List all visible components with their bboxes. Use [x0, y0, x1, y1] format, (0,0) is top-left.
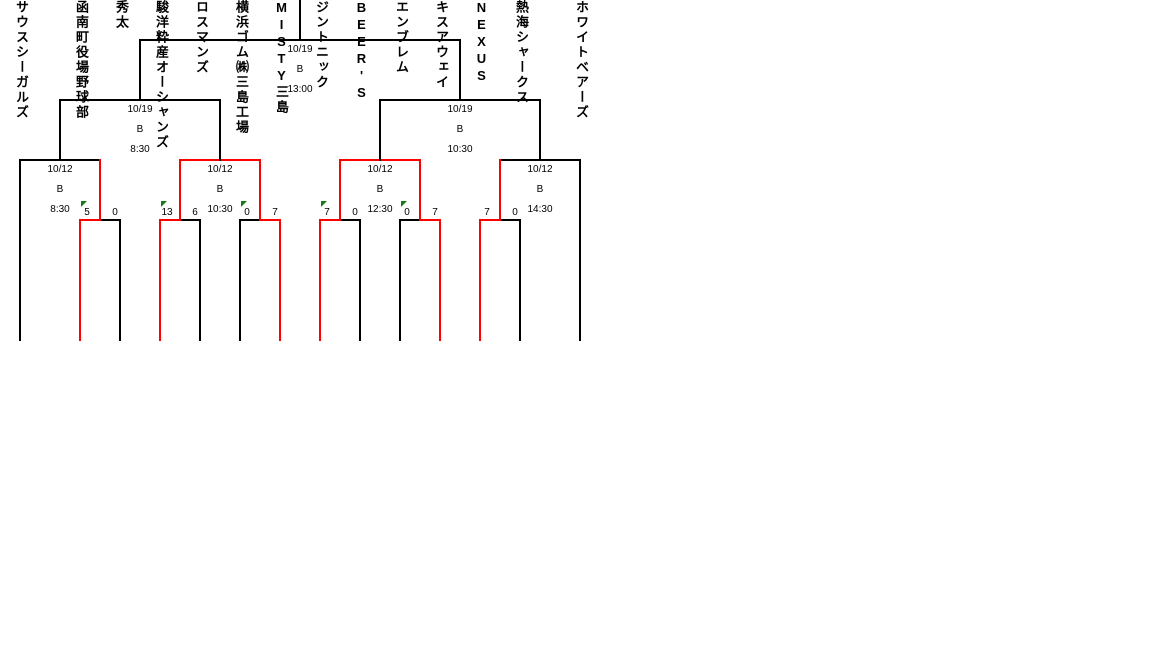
team-name: サウスシーガルズ — [14, 0, 29, 120]
final-match-date: 10/19 — [287, 44, 313, 55]
team-name: 秀太 — [114, 0, 129, 30]
team-name: 熱海シャークス — [514, 0, 529, 105]
round2-match-court: B — [376, 184, 384, 195]
round2-match-time: 12:30 — [367, 204, 393, 215]
round2-match-date: 10/12 — [207, 164, 233, 175]
result-marker-icon — [81, 201, 87, 207]
team-name: エンブレム — [394, 0, 409, 75]
final-match-court: B — [296, 64, 304, 75]
score-right: 7 — [272, 207, 278, 218]
round2-match-court: B — [216, 184, 224, 195]
semifinal-match-date: 10/19 — [127, 104, 153, 115]
team-name: 駿洋粋産オーシャンズ — [154, 0, 169, 150]
team-name: ジントニック — [314, 0, 329, 90]
result-marker-icon — [321, 201, 327, 207]
round2-match-time: 14:30 — [527, 204, 553, 215]
semifinal-match-court: B — [136, 124, 144, 135]
round2-match-time: 10:30 — [207, 204, 233, 215]
round2-match-time: 8:30 — [50, 204, 70, 215]
result-marker-icon — [241, 201, 247, 207]
score-right: 0 — [512, 207, 518, 218]
team-name: 横浜ゴム㈱三島工場 — [234, 0, 249, 135]
team-name: ロスマンズ — [194, 0, 209, 75]
round2-match-date: 10/12 — [527, 164, 553, 175]
round2-match-date: 10/12 — [47, 164, 73, 175]
score-right: 7 — [432, 207, 438, 218]
score-right: 0 — [352, 207, 358, 218]
score-left: 7 — [484, 207, 490, 218]
team-name: NEXUS — [474, 0, 489, 85]
semifinal-match-time: 8:30 — [130, 144, 150, 155]
round2-match-date: 10/12 — [367, 164, 393, 175]
score-right: 0 — [112, 207, 118, 218]
score-left: 5 — [84, 207, 90, 218]
team-name: キスアウェイ — [434, 0, 449, 90]
team-name: ホワイトベアーズ — [574, 0, 589, 120]
result-marker-icon — [401, 201, 407, 207]
team-name: BEER'S — [354, 0, 369, 102]
team-name: 函南町役場野球部 — [74, 0, 89, 120]
score-left: 0 — [404, 207, 410, 218]
round2-match-court: B — [536, 184, 544, 195]
final-match-time: 13:00 — [287, 84, 313, 95]
result-marker-icon — [161, 201, 167, 207]
score-left: 13 — [161, 207, 173, 218]
score-right: 6 — [192, 207, 198, 218]
semifinal-match-court: B — [456, 124, 464, 135]
team-name: MISTY三島 — [274, 0, 289, 115]
score-left: 0 — [244, 207, 250, 218]
semifinal-match-date: 10/19 — [447, 104, 473, 115]
round2-match-court: B — [56, 184, 64, 195]
score-left: 7 — [324, 207, 330, 218]
semifinal-match-time: 10:30 — [447, 144, 473, 155]
